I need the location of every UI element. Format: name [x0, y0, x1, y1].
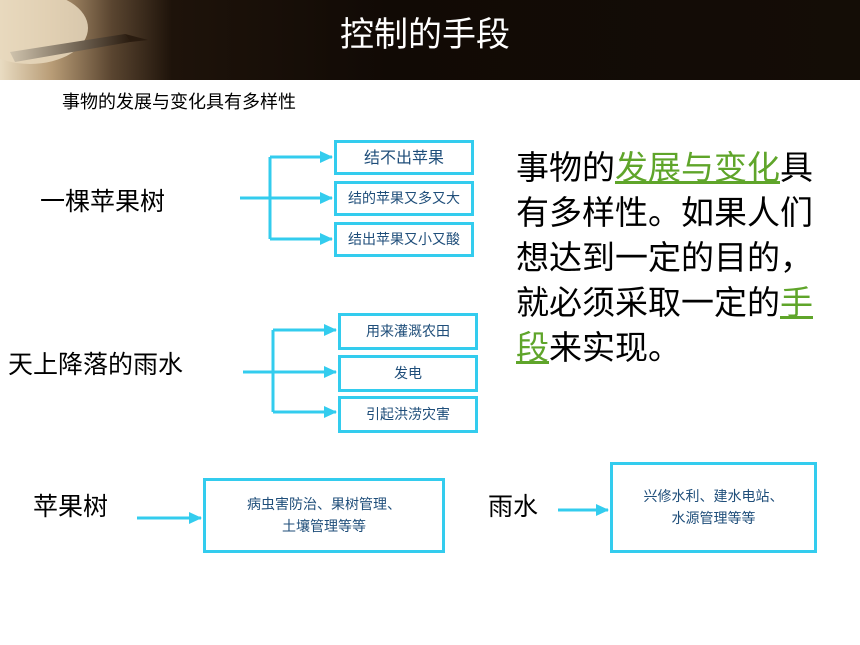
rain-label: 天上降落的雨水 [8, 350, 184, 379]
explanation-part-2: 具有多样性。如果人们想达到一定的目的，就必须采取一定的 [516, 148, 813, 322]
apple-control-means: 病虫害防治、果树管理、 土壤管理等等 [203, 478, 445, 553]
explanation-highlight-means: 手段 [516, 283, 813, 367]
apple-tree-label: 一棵苹果树 [40, 187, 166, 216]
explanation-part-3: 来实现。 [549, 328, 681, 367]
explanation-highlight-development: 发展与变化 [615, 148, 780, 187]
rain-control-label: 雨水 [488, 492, 539, 521]
rain-outcome-flood: 引起洪涝灾害 [338, 396, 478, 433]
tree-outcome-no-fruit: 结不出苹果 [334, 140, 474, 175]
pen-decoration-icon [0, 0, 148, 64]
explanation-part-1: 事物的 [516, 148, 615, 187]
tree-outcome-small-sour-fruit: 结出苹果又小又酸 [334, 222, 474, 257]
rain-control-means: 兴修水利、建水电站、 水源管理等等 [610, 462, 817, 553]
apple-control-label: 苹果树 [33, 492, 109, 521]
rain-means-line-1: 兴修水利、建水电站、 [643, 488, 784, 505]
rain-outcome-irrigation: 用来灌溉农田 [338, 313, 478, 350]
apple-means-line-1: 病虫害防治、果树管理、 [247, 496, 401, 513]
header-banner: 控制的手段 [0, 0, 860, 80]
rain-outcome-power: 发电 [338, 355, 478, 392]
tree-outcome-big-fruit: 结的苹果又多又大 [334, 181, 474, 216]
explanation-text: 事物的发展与变化具有多样性。如果人们想达到一定的目的，就必须采取一定的手段来实现… [516, 145, 836, 370]
rain-means-line-2: 水源管理等等 [671, 510, 756, 527]
subtitle: 事物的发展与变化具有多样性 [62, 92, 296, 113]
apple-means-line-2: 土壤管理等等 [282, 518, 366, 535]
slide-title: 控制的手段 [340, 15, 510, 55]
